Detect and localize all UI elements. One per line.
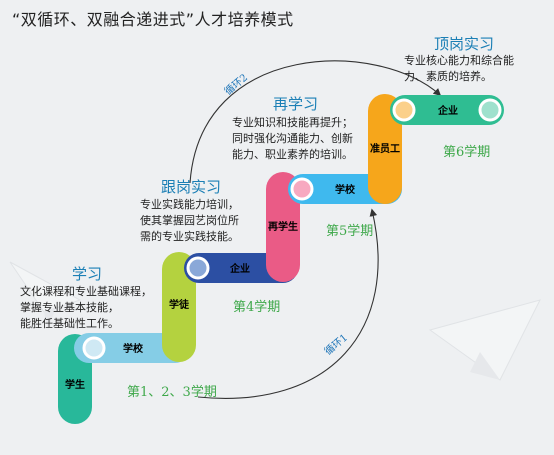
term-label-5: 第5学期	[326, 224, 374, 239]
term-label-4: 第4学期	[233, 300, 281, 315]
paper-plane-icon-right	[428, 299, 541, 381]
paper-plane-icon-left	[9, 261, 82, 330]
stage-3-description: 专业知识和技能再提升； 同时强化沟通能力、创新 能力、职业素养的培训。	[232, 115, 353, 163]
stage-4-title: 顶岗实习	[434, 35, 495, 53]
step-1-horizontal-label: 学校	[123, 342, 144, 355]
stage-2-description: 专业实践能力培训， 使其掌握园艺岗位所 需的专业实践技能。	[140, 197, 239, 245]
loop-2-arrow	[189, 60, 442, 184]
stage-3-line: 专业知识和技能再提升；	[232, 116, 353, 129]
stage-3-title: 再学习	[273, 95, 319, 113]
step-4: 准员工 企业	[368, 94, 504, 204]
stage-3-line: 同时强化沟通能力、创新	[232, 132, 353, 145]
step-3-horizontal-label: 学校	[335, 183, 356, 196]
stage-2-title: 跟岗实习	[161, 178, 222, 196]
step-4-horizontal-bar	[390, 95, 504, 125]
step-3-vertical-bar	[266, 172, 300, 282]
stage-4-description: 专业核心能力和综合能 力、素质的培养。	[404, 53, 514, 85]
stage-1-description: 文化课程和专业基础课程， 掌握专业基本技能， 能胜任基础性工作。	[20, 284, 152, 332]
step-2-horizontal-label: 企业	[229, 262, 250, 275]
stage-4-line: 专业核心能力和综合能	[404, 54, 514, 67]
stage-2-line: 使其掌握园艺岗位所	[140, 214, 239, 227]
step-4-vertical-label: 准员工	[370, 142, 400, 155]
stage-1-line: 掌握专业基本技能，	[20, 301, 119, 314]
step-1-vertical-label: 学生	[65, 378, 85, 391]
stage-3-line: 能力、职业素养的培训。	[232, 148, 353, 161]
loop-1-arrow	[197, 208, 379, 399]
step-3-vertical-label: 再学生	[268, 220, 298, 233]
step-4-horizontal-label: 企业	[437, 104, 458, 117]
stage-2-line: 需的专业实践技能。	[140, 230, 239, 243]
step-4-vertical-bar	[368, 94, 402, 204]
stage-2-line: 专业实践能力培训，	[140, 198, 239, 211]
stage-1-line: 文化课程和专业基础课程，	[20, 285, 152, 298]
term-label-1-2-3: 第1、2、3学期	[127, 385, 217, 400]
stage-1-title: 学习	[72, 265, 103, 283]
term-label-6: 第6学期	[443, 145, 491, 160]
stage-4-line: 力、素质的培养。	[404, 70, 492, 83]
step-1-horizontal-bar	[74, 333, 190, 363]
step-2-vertical-bar	[162, 252, 196, 362]
step-1: 学生 学校	[58, 333, 190, 424]
stage-1-line: 能胜任基础性工作。	[20, 317, 119, 330]
step-2-vertical-label: 学徒	[169, 298, 190, 311]
diagram-title: “双循环、双融合递进式”人才培养模式	[12, 10, 294, 29]
